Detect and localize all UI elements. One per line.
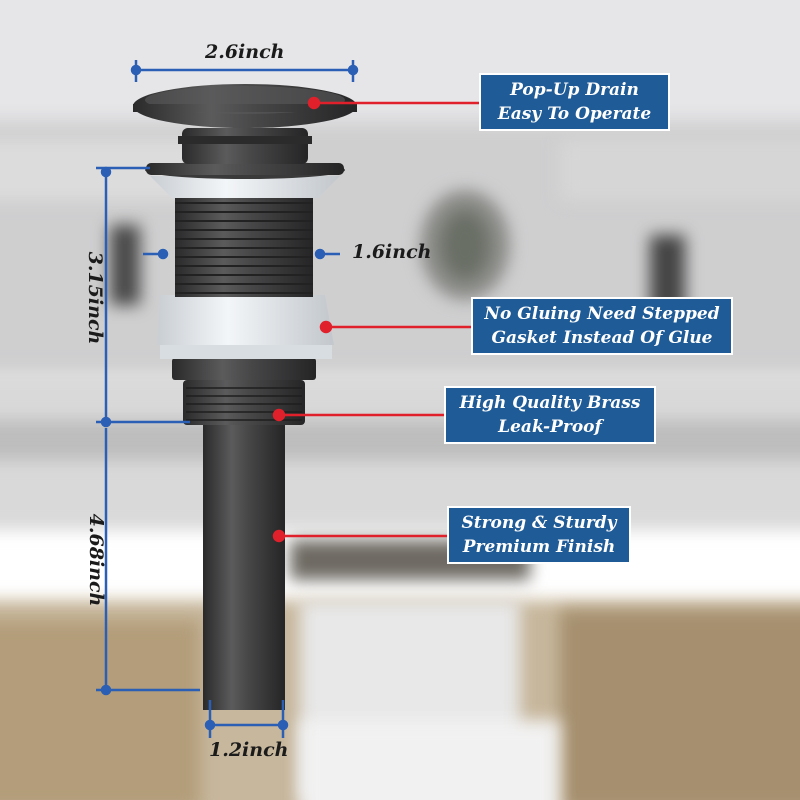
dimension-lines [96,60,359,738]
body-diameter-label: 1.6inch [352,241,432,263]
callout-stepped-gasket: No Gluing Need Stepped Gasket Instead Of… [471,297,733,355]
metal-washer [172,358,316,380]
lock-nut [183,380,305,425]
callout-line: Gasket Instead Of Glue [491,328,713,348]
cap-width-label: 2.6inch [205,41,285,63]
upper-gasket [150,176,340,198]
threaded-body [175,185,313,297]
callout-brass-leak-proof: High Quality Brass Leak-Proof [444,386,656,444]
callout-line: Pop-Up Drain [510,80,639,100]
callout-line: Strong & Sturdy [461,513,617,533]
lower-gasket [157,295,334,345]
callout-line: High Quality Brass [459,393,641,413]
callout-line: Premium Finish [462,537,616,557]
callout-line: Leak-Proof [498,417,602,437]
upper-height-label: 3.15inch [84,251,106,345]
callout-pop-up-drain: Pop-Up Drain Easy To Operate [479,73,670,131]
tailpiece [203,425,285,710]
callout-line: Easy To Operate [497,104,652,124]
callout-line: No Gluing Need Stepped [484,304,720,324]
tail-length-label: 4.68inch [85,513,107,607]
callout-premium-finish: Strong & Sturdy Premium Finish [447,506,631,564]
tail-diameter-label: 1.2inch [209,739,289,761]
pointer-lines [272,96,480,543]
